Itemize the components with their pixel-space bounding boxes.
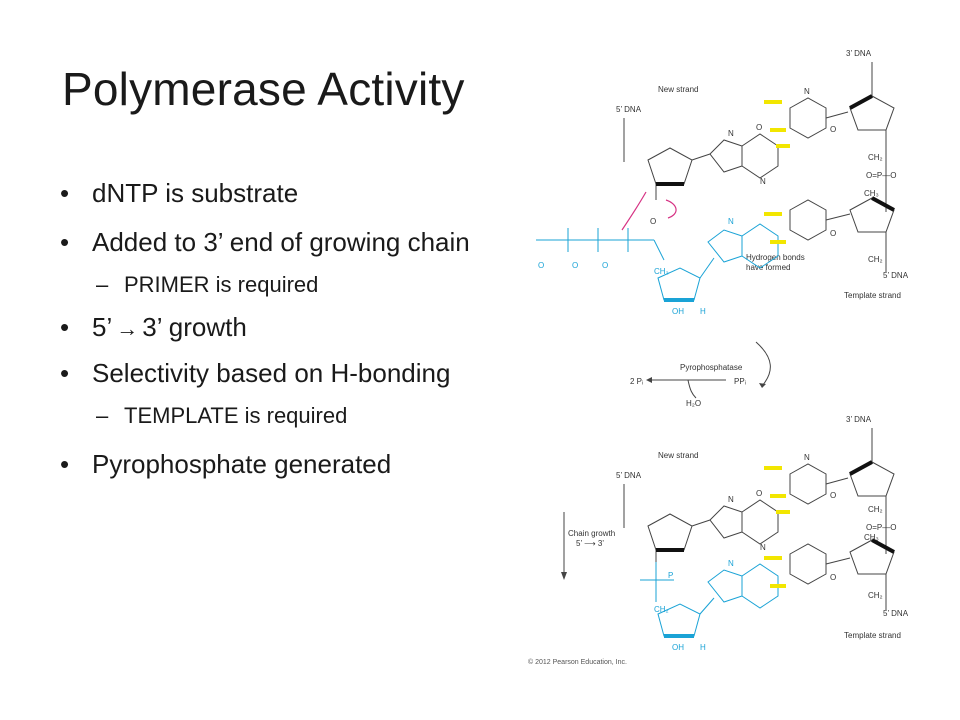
top-hydrogen-bonds	[764, 100, 790, 244]
top-5prime-dna-left-label: 5’ DNA	[616, 105, 642, 114]
top-thymine-ring	[789, 199, 851, 241]
svg-text:CH₂: CH₂	[868, 153, 883, 162]
svg-text:O: O	[830, 573, 836, 582]
chain-growth-label-line1: Chain growth	[568, 529, 615, 538]
svg-text:O: O	[602, 261, 608, 270]
svg-text:N: N	[804, 453, 810, 462]
bottom-guanine-ring	[709, 499, 779, 545]
bullet-dntp-substrate: dNTP is substrate	[58, 178, 518, 209]
bottom-5prime-dna-right-label: 5’ DNA	[883, 609, 909, 618]
bottom-hydrogen-bonds	[764, 466, 790, 588]
top-template-sugar-bold-edge-1	[849, 94, 873, 110]
top-template-strand-label: Template strand	[844, 291, 901, 300]
svg-text:N: N	[728, 217, 734, 226]
chain-growth-arrow-head	[561, 572, 567, 580]
bottom-5prime-dna-left-label: 5’ DNA	[616, 471, 642, 480]
top-panel: 3’ DNA New strand 5’ DNA Hydrogen bonds …	[536, 49, 909, 316]
bottom-added-nucleotide	[640, 562, 779, 637]
water-label: H₂O	[686, 399, 701, 408]
svg-text:N: N	[728, 559, 734, 568]
bottom-template-sugar-bold-edge-2	[871, 538, 895, 554]
svg-text:CH₂: CH₂	[654, 267, 669, 276]
top-3prime-dna-label: 3’ DNA	[846, 49, 872, 58]
chain-growth-label-line2: 5’ ⟶ 3’	[576, 539, 604, 548]
top-attack-arrow	[621, 191, 647, 231]
bottom-template-strand-label: Template strand	[844, 631, 901, 640]
slide-title: Polymerase Activity	[62, 63, 465, 115]
svg-text:O: O	[756, 123, 762, 132]
svg-text:N: N	[728, 129, 734, 138]
svg-text:OH: OH	[672, 307, 684, 316]
top-hbond-note-line2: have formed	[746, 263, 790, 272]
bullet-pyrophosphate-generated: Pyrophosphate generated	[58, 449, 518, 480]
ppi-curved-arrow-head	[759, 383, 766, 388]
svg-text:N: N	[728, 495, 734, 504]
bottom-atoms: N O N N O CH₂ O=P—O CH₃ O CH₂ P CH₂ N OH…	[654, 453, 896, 652]
svg-text:CH₃: CH₃	[864, 533, 879, 542]
svg-text:O=P—O: O=P—O	[866, 523, 896, 532]
copyright-notice: © 2012 Pearson Education, Inc.	[528, 658, 627, 666]
top-template-sugar-bold-edge-2	[871, 196, 895, 212]
subbullet-primer-required: –PRIMER is required	[96, 272, 319, 297]
bottom-cytosine-ring	[789, 463, 849, 505]
two-pi-label: 2 Pᵢ	[630, 377, 643, 386]
bullet-added-3-end: Added to 3’ end of growing chain	[58, 227, 518, 258]
water-arrow	[687, 379, 697, 399]
polymerase-mechanism-figure: 3’ DNA New strand 5’ DNA Hydrogen bonds …	[528, 42, 932, 670]
top-5prime-dna-right-label: 5’ DNA	[883, 271, 909, 280]
right-arrow-icon: →	[116, 316, 139, 341]
svg-text:N: N	[760, 543, 766, 552]
svg-text:H: H	[700, 307, 706, 316]
bottom-new-strand-backbone	[623, 484, 711, 562]
svg-text:OH: OH	[672, 643, 684, 652]
svg-text:O: O	[572, 261, 578, 270]
bullet-direction-growth: 5’→3’ growth	[58, 312, 518, 344]
svg-text:P: P	[668, 571, 673, 580]
bottom-template-backbone	[849, 428, 895, 610]
svg-text:O: O	[756, 489, 762, 498]
bottom-new-strand-label: New strand	[658, 451, 698, 460]
svg-text:H: H	[700, 643, 706, 652]
bullet-list: dNTP is substrate Added to 3’ end of gro…	[58, 178, 518, 480]
pyrophosphatase-label: Pyrophosphatase	[680, 363, 743, 372]
bottom-3prime-dna-label: 3’ DNA	[846, 415, 872, 424]
svg-text:CH₂: CH₂	[868, 255, 883, 264]
svg-text:O: O	[830, 229, 836, 238]
ppi-curved-arrow	[755, 341, 771, 387]
svg-text:CH₂: CH₂	[868, 505, 883, 514]
top-guanine-ring	[709, 133, 779, 179]
svg-text:CH₂: CH₂	[654, 605, 669, 614]
svg-text:N: N	[760, 177, 766, 186]
svg-text:O=P—O: O=P—O	[866, 171, 896, 180]
reaction-arrow-head	[646, 377, 652, 383]
top-new-strand-label: New strand	[658, 85, 698, 94]
svg-text:O: O	[650, 217, 656, 226]
top-oh-arrow	[665, 199, 677, 219]
top-new-strand-backbone	[623, 118, 711, 200]
bottom-thymine-ring	[789, 543, 851, 585]
svg-text:CH₃: CH₃	[864, 189, 879, 198]
top-incoming-dntp	[536, 223, 779, 301]
ppi-label: PPᵢ	[734, 377, 746, 386]
bottom-template-sugar-bold-edge-1	[849, 460, 873, 476]
svg-text:N: N	[804, 87, 810, 96]
middle-panel: Pyrophosphatase 2 Pᵢ PPᵢ H₂O	[630, 341, 771, 408]
subbullet-template-required: –TEMPLATE is required	[96, 403, 348, 428]
svg-text:CH₂: CH₂	[868, 591, 883, 600]
top-template-backbone	[849, 62, 895, 272]
top-cytosine-ring	[789, 97, 849, 139]
bottom-panel: 3’ DNA New strand 5’ DNA Chain growth 5’…	[561, 415, 909, 652]
bullet-selectivity-hbonding: Selectivity based on H-bonding	[58, 358, 518, 389]
top-atoms: N O N N O CH₂ O=P—O CH₃ O CH₂ O O O O CH…	[538, 87, 896, 316]
svg-text:O: O	[830, 125, 836, 134]
svg-text:O: O	[538, 261, 544, 270]
svg-text:O: O	[830, 491, 836, 500]
